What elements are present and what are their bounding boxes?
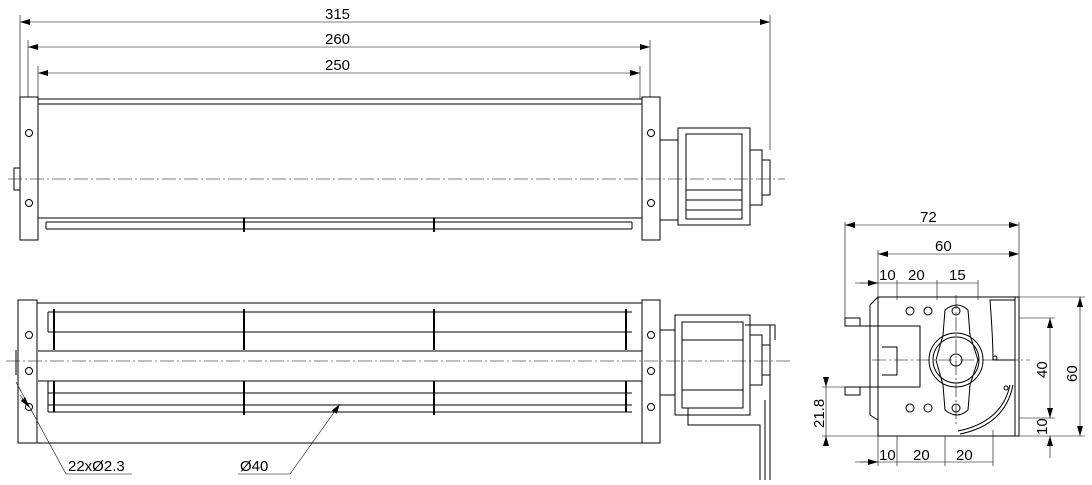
dim-label: 315	[325, 6, 350, 23]
dim-label: 20	[913, 447, 930, 464]
front-view: 22xØ2.3 Ø40	[6, 299, 790, 480]
rotor	[38, 309, 642, 415]
dim-label: 10	[1034, 418, 1051, 435]
motor-front	[659, 314, 776, 480]
dimension-315: 315	[19, 6, 771, 150]
dim-label: 15	[949, 267, 966, 284]
dim-label: 10	[879, 447, 896, 464]
mounting-holes	[25, 129, 655, 207]
dimension-10-height: 10	[1034, 418, 1053, 458]
dimension-72: 72	[844, 209, 1020, 318]
right-end-plate	[641, 299, 661, 444]
dim-label: 40	[1034, 361, 1051, 378]
hole-callout: 22xØ2.3	[15, 381, 132, 475]
dimension-60-height: 60	[1019, 296, 1085, 437]
dimension-top-spacing: 10 20 15	[855, 267, 979, 300]
dim-label: 10	[879, 267, 896, 284]
dim-label: 260	[325, 31, 350, 48]
dimension-40: 40	[1019, 317, 1055, 419]
diameter-label: Ø40	[240, 458, 268, 475]
side-view: 72 60 10 20 15 60 40	[811, 209, 1085, 466]
holes-label: 22xØ2.3	[68, 458, 125, 475]
dim-label: 20	[908, 267, 925, 284]
dim-label: 250	[325, 57, 350, 74]
mounting-holes	[25, 331, 655, 411]
dimension-250: 250	[37, 57, 641, 99]
dimension-260: 260	[27, 31, 651, 97]
right-end-plate	[641, 96, 661, 241]
dim-label: 21.8	[811, 399, 828, 428]
left-end-plate	[17, 299, 38, 444]
dim-label: 72	[920, 209, 937, 226]
dim-label: 60	[935, 238, 952, 255]
motor-top	[659, 127, 771, 226]
dim-label: 20	[956, 447, 973, 464]
left-end-plate	[19, 96, 39, 241]
dim-label: 60	[1064, 365, 1081, 382]
diameter-callout: Ø40	[238, 403, 341, 475]
top-view: 315 260 250	[8, 6, 785, 241]
dimension-60-width: 60	[877, 238, 1019, 297]
dimension-bottom-spacing: 10 20 20	[855, 430, 994, 466]
dimension-21-8: 21.8	[811, 377, 878, 446]
